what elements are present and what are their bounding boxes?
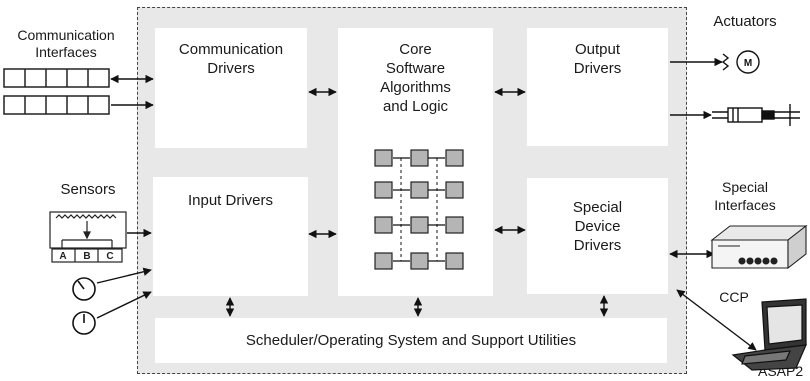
scheduler-label: Scheduler/Operating System and Support U…: [245, 332, 577, 349]
special-interface-device-icon: [710, 224, 808, 270]
communication-drivers-block: Communication Drivers: [155, 28, 307, 148]
motor-icon: [721, 50, 760, 74]
laptop-icon: [731, 298, 807, 371]
actuators-label: Actuators: [713, 13, 777, 30]
special-interfaces-label: Special Interfaces: [714, 179, 776, 213]
input-drivers-block: Input Drivers: [153, 177, 308, 296]
input-drivers-label: Input Drivers: [187, 192, 274, 209]
sensor-box-icon: [49, 211, 127, 263]
scheduler-block: Scheduler/Operating System and Support U…: [155, 318, 667, 363]
arrow-gauge-1: [96, 267, 152, 284]
sensors-label: Sensors: [60, 181, 116, 198]
sensor-box-label-b: B: [83, 251, 90, 262]
arrow-gauge-2: [96, 291, 152, 319]
core-logic-grid: [374, 149, 464, 270]
special-device-drivers-block: Special Device Drivers: [527, 178, 668, 294]
sensor-box-label-a: A: [59, 251, 66, 262]
motor-letter: M: [744, 58, 752, 69]
communication-interface-connectors: [3, 68, 110, 115]
output-drivers-block: Output Drivers: [527, 28, 668, 146]
communication-interfaces-label: Communication Interfaces: [17, 27, 115, 60]
communication-drivers-label: Communication Drivers: [178, 41, 284, 77]
gauge-sensor-icon: [72, 277, 96, 301]
sensor-box-label-c: C: [106, 251, 113, 262]
special-device-drivers-label: Special Device Drivers: [572, 199, 623, 254]
output-drivers-label: Output Drivers: [573, 41, 622, 77]
core-software-label: Core Software Algorithms and Logic: [380, 41, 451, 115]
thermometer-sensor-icon: [72, 311, 96, 335]
arrow-special-laptop: [676, 289, 757, 351]
valve-icon: [712, 104, 800, 126]
